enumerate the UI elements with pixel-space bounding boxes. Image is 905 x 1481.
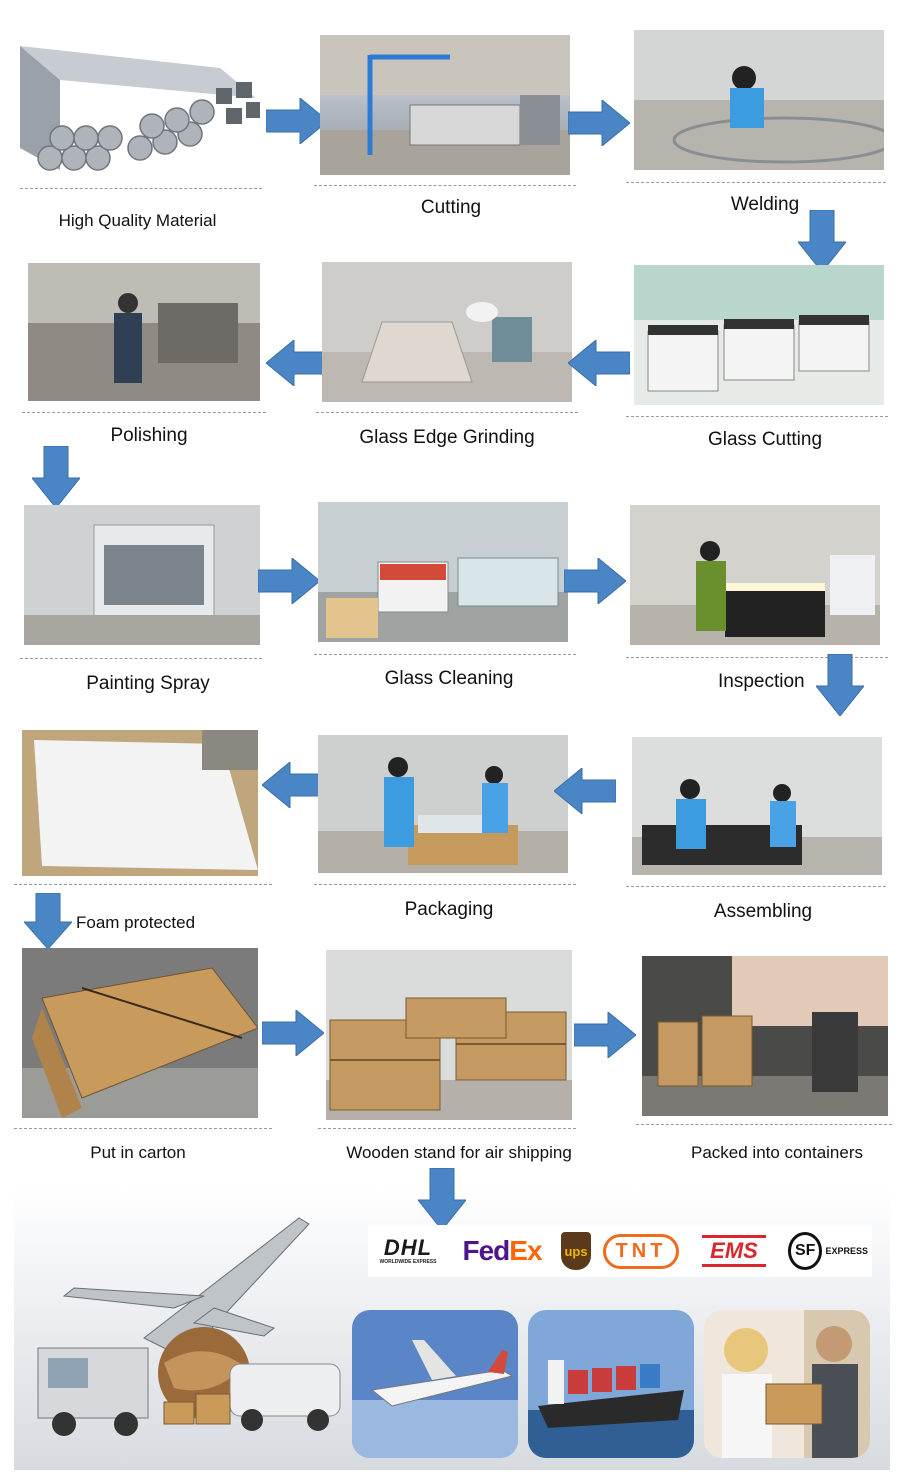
divider: [314, 654, 576, 655]
step-label-polishing: Polishing: [110, 425, 188, 446]
photo-put-in-carton: [22, 948, 258, 1118]
step-label-glass-edge-grinding: Glass Edge Grinding: [359, 427, 535, 448]
step-label-welding: Welding: [730, 194, 800, 215]
divider: [314, 884, 576, 885]
arrow-down-icon: [798, 210, 846, 272]
step-label-packaging: Packaging: [404, 899, 494, 920]
divider: [22, 412, 266, 413]
divider: [626, 657, 888, 658]
step-label-put-in-carton: Put in carton: [90, 1143, 186, 1162]
step-label-material: High Quality Material: [58, 211, 217, 230]
arrow-down-icon: [816, 654, 864, 716]
divider: [636, 1124, 892, 1125]
arrow-right-icon: [574, 1012, 636, 1058]
photo-welding: [634, 30, 884, 170]
arrow-down-icon: [32, 446, 80, 508]
step-label-assembling: Assembling: [713, 901, 813, 922]
divider: [626, 416, 888, 417]
divider: [20, 658, 262, 659]
step-label-inspection: Inspection: [718, 671, 805, 692]
ems-logo: EMS: [686, 1225, 782, 1277]
arrow-left-icon: [568, 340, 630, 386]
divider: [626, 182, 886, 183]
photo-polishing: [28, 263, 260, 401]
thumb-sea-freight: [528, 1310, 694, 1458]
divider: [316, 412, 578, 413]
divider: [14, 884, 272, 885]
arrow-right-icon: [568, 100, 630, 146]
thumb-door-delivery: [704, 1310, 870, 1458]
arrow-down-icon: [24, 893, 72, 949]
step-label-painting-spray: Painting Spray: [86, 673, 210, 694]
divider: [318, 1128, 576, 1129]
photo-inspection: [630, 505, 880, 645]
photo-painting-spray: [24, 505, 260, 645]
dhl-logo: DHL WORLDWIDE EXPRESS: [379, 1235, 437, 1266]
arrow-left-icon: [262, 762, 324, 808]
step-label-glass-cleaning: Glass Cleaning: [384, 668, 514, 689]
photo-foam-packed-panel: [22, 730, 258, 876]
thumb-air-freight: [352, 1310, 518, 1458]
divider: [20, 188, 262, 189]
photo-high-quality-material: [20, 38, 262, 180]
arrow-right-icon: [258, 558, 320, 604]
divider: [626, 886, 886, 887]
arrow-left-icon: [266, 340, 328, 386]
photo-packaging: [318, 735, 568, 873]
step-label-cutting: Cutting: [420, 197, 482, 218]
arrow-right-icon: [266, 98, 328, 144]
divider: [14, 1128, 272, 1129]
arrow-right-icon: [262, 1010, 324, 1056]
arrow-right-icon: [564, 558, 626, 604]
photo-glass-cutting: [634, 265, 884, 405]
photo-wooden-stand: [326, 950, 572, 1120]
step-label-packed-into-containers: Packed into containers: [691, 1143, 863, 1162]
step-label-foam-protected: Foam protected: [76, 913, 196, 932]
step-label-glass-cutting: Glass Cutting: [707, 429, 823, 450]
arrow-left-icon: [554, 768, 616, 814]
photo-assembling: [632, 737, 882, 875]
photo-glass-edge-grinding: [322, 262, 572, 402]
photo-cutting: [320, 35, 570, 175]
step-label-wooden-stand: Wooden stand for air shipping: [346, 1143, 572, 1162]
photo-glass-cleaning: [318, 502, 568, 642]
sf-express-logo: SF EXPRESS: [788, 1225, 868, 1277]
arrow-down-icon: [418, 1168, 466, 1230]
tnt-logo: TNT: [600, 1225, 682, 1277]
ups-logo: ups: [558, 1225, 594, 1277]
divider: [314, 185, 576, 186]
photo-packed-into-containers: [642, 956, 888, 1116]
